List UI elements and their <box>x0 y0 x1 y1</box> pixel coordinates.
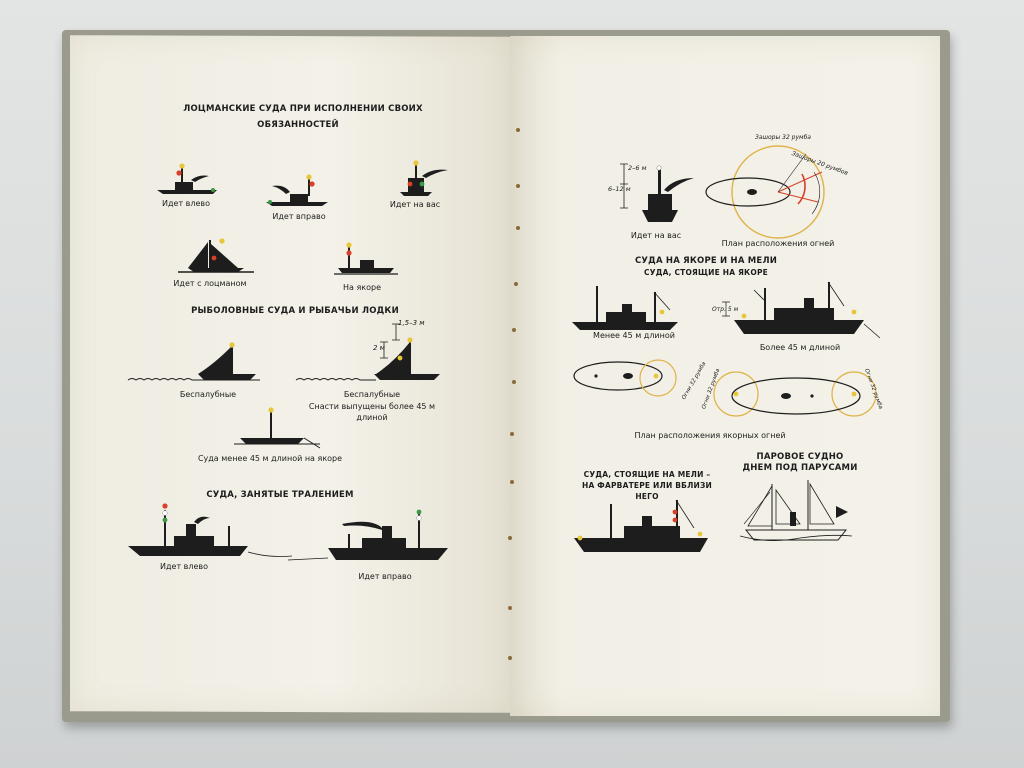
aground-line2: НА ФАРВАТЕРЕ ИЛИ ВБЛИЗИ <box>582 481 712 490</box>
ship-anchor-large-illustration <box>722 281 881 339</box>
pilot-at-anchor-illustration <box>334 242 398 275</box>
trawler-left-illustration <box>128 503 293 557</box>
fishing-boat-undecked-illustration <box>127 342 260 381</box>
spine-hole <box>512 328 516 332</box>
dim-b: 6–12 м <box>608 185 631 193</box>
pilot-boat-toward-illustration <box>400 160 448 196</box>
small-boat-anchor-illustration <box>234 407 321 449</box>
anchor-plan-small-diagram <box>573 359 677 397</box>
pilot-boat-right-illustration <box>266 174 328 206</box>
dim-c: Отр. 5 м <box>712 306 739 313</box>
spine-hole <box>514 282 518 286</box>
caption-fishing-2-line2: Снасти выпущены более 45 м <box>308 402 436 411</box>
anchor-header-line2: СУДА, СТОЯЩИЕ НА ЯКОРЕ <box>644 268 768 277</box>
spine-hole <box>516 226 520 230</box>
fishing-boat-nets-illustration <box>295 323 440 381</box>
ship-toward-illustration <box>620 163 694 222</box>
caption-less-45: Менее 45 м длиной <box>593 331 675 340</box>
pilot-boat-left-illustration <box>157 163 217 194</box>
caption-toward: Идет на вас <box>630 231 682 240</box>
ship-aground-illustration <box>574 499 708 552</box>
spine-hole <box>516 184 520 188</box>
right-page <box>510 36 940 716</box>
anchor-header-line1: СУДА НА ЯКОРЕ И НА МЕЛИ <box>634 256 778 266</box>
measure-a: 1,5–3 м <box>398 319 425 327</box>
spine-hole <box>516 128 520 132</box>
measure-b: 2 м <box>373 344 385 352</box>
spine-hole <box>508 656 512 660</box>
arc-label-a: Зашоры 32 румба <box>755 134 811 141</box>
caption-fishing-1: Беспалубные <box>179 390 237 399</box>
caption-anchor-plan: План расположения якорных огней <box>634 431 786 440</box>
caption-trawl-right: Идет вправо <box>358 572 412 581</box>
caption-trawl-left: Идет влево <box>160 562 208 571</box>
caption-more-45: Более 45 м длиной <box>759 343 841 352</box>
dim-a: 2–6 м <box>628 164 647 172</box>
caption-pilot-with-pilot: Идет с лоцманом <box>173 279 247 288</box>
pilot-sailboat-illustration <box>178 238 254 273</box>
caption-pilot-anchor: На якоре <box>343 283 381 292</box>
trawl-header: СУДА, ЗАНЯТЫЕ ТРАЛЕНИЕМ <box>206 490 354 500</box>
aground-line3: НЕГО <box>635 492 659 501</box>
anchor-plan-large-diagram <box>713 371 877 417</box>
spine-hole <box>508 536 512 540</box>
spine-hole <box>510 480 514 484</box>
caption-pilot-left: Идет влево <box>162 199 210 208</box>
caption-fishing-2-line1: Беспалубные <box>343 390 401 399</box>
spine-hole <box>510 432 514 436</box>
caption-pilot-right: Идет вправо <box>272 212 326 221</box>
steam-line2: ДНЕМ ПОД ПАРУСАМИ <box>742 463 858 473</box>
ship-anchor-small-illustration <box>572 286 678 330</box>
steam-line1: ПАРОВОЕ СУДНО <box>756 452 844 462</box>
caption-lights-plan: План расположения огней <box>721 239 835 248</box>
caption-fishing-2-line3: длиной <box>356 413 388 422</box>
trawler-right-illustration <box>287 509 448 561</box>
caption-anchor-small: Суда менее 45 м длиной на якоре <box>197 454 343 463</box>
spine-hole <box>512 380 516 384</box>
lights-plan-diagram <box>705 145 825 239</box>
fishing-header: РЫБОЛОВНЫЕ СУДА И РЫБАЧЬИ ЛОДКИ <box>191 306 399 316</box>
pilot-header-line1: ЛОЦМАНСКИЕ СУДА ПРИ ИСПОЛНЕНИИ СВОИХ <box>183 104 423 114</box>
steamer-under-sail-illustration <box>739 480 853 541</box>
pilot-header-line2: ОБЯЗАННОСТЕЙ <box>257 120 339 130</box>
aground-line1: СУДА, СТОЯЩИЕ НА МЕЛИ – <box>583 470 711 479</box>
spine-hole <box>508 606 512 610</box>
caption-pilot-toward: Идет на вас <box>389 200 441 209</box>
